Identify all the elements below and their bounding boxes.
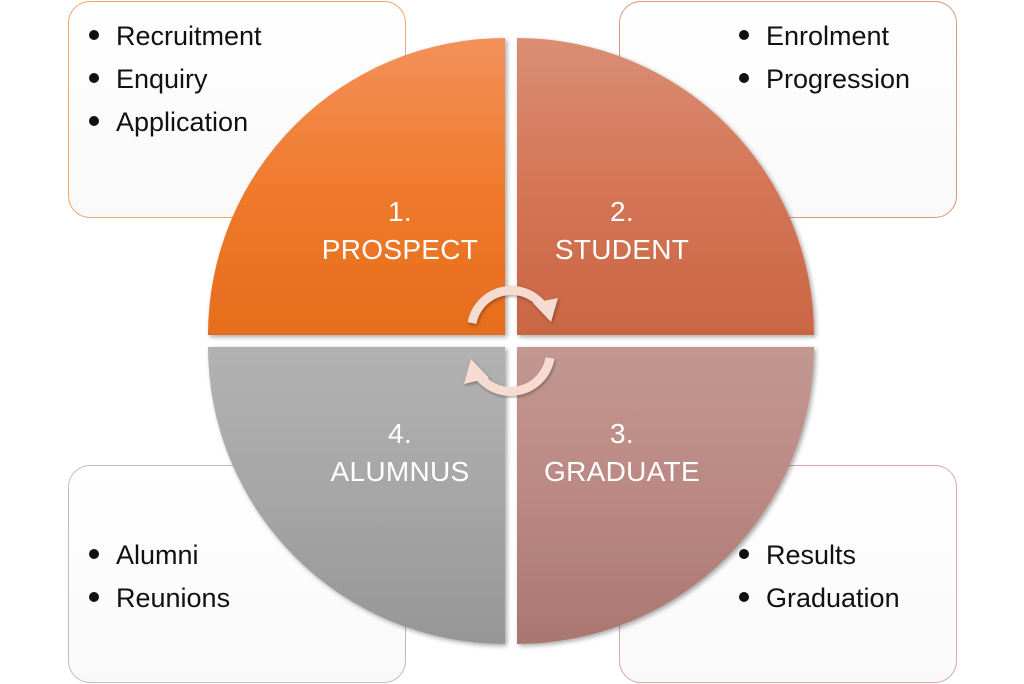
clockwise-arrow-top-icon	[467, 285, 558, 325]
student-title: STUDENT	[554, 234, 690, 265]
graduate-label: 3. GRADUATE	[512, 415, 732, 491]
graduate-number: 3.	[610, 418, 634, 449]
list-item: Alumni	[69, 534, 230, 577]
prospect-title: PROSPECT	[321, 234, 479, 265]
prospect-number: 1.	[388, 196, 412, 227]
quadrant-prospect	[208, 38, 505, 335]
prospect-label: 1. PROSPECT	[290, 193, 510, 269]
student-number: 2.	[610, 196, 634, 227]
quadrant-graduate	[517, 347, 814, 644]
graduate-title: GRADUATE	[544, 456, 700, 487]
alumnus-label: 4. ALUMNUS	[290, 415, 510, 491]
bullet-icon	[89, 549, 99, 560]
bullet-icon	[739, 592, 749, 603]
bullet-icon	[89, 30, 99, 41]
graduate-bullet-list: Results Graduation	[719, 534, 900, 620]
bullet-icon	[739, 30, 749, 41]
bullet-icon	[89, 592, 99, 603]
bullet-icon	[89, 73, 99, 84]
list-item: Progression	[719, 58, 910, 101]
alumnus-title: ALUMNUS	[330, 456, 470, 487]
alumnus-number: 4.	[388, 418, 412, 449]
bullet-icon	[89, 116, 99, 127]
list-item: Results	[719, 534, 900, 577]
list-item: Enquiry	[69, 58, 262, 101]
prospect-bullet-list: Recruitment Enquiry Application	[69, 15, 262, 144]
list-item: Reunions	[69, 577, 230, 620]
bullet-icon	[739, 549, 749, 560]
student-bullet-list: Enrolment Progression	[719, 15, 910, 101]
list-item: Enrolment	[719, 15, 910, 58]
clockwise-arrow-bottom-icon	[464, 357, 555, 396]
list-item: Application	[69, 101, 262, 144]
quadrant-alumnus	[208, 347, 505, 644]
list-item: Graduation	[719, 577, 900, 620]
alumnus-bullet-list: Alumni Reunions	[69, 534, 230, 620]
bullet-icon	[739, 73, 749, 84]
list-item: Recruitment	[69, 15, 262, 58]
quadrant-student	[517, 38, 814, 335]
student-label: 2. STUDENT	[512, 193, 732, 269]
